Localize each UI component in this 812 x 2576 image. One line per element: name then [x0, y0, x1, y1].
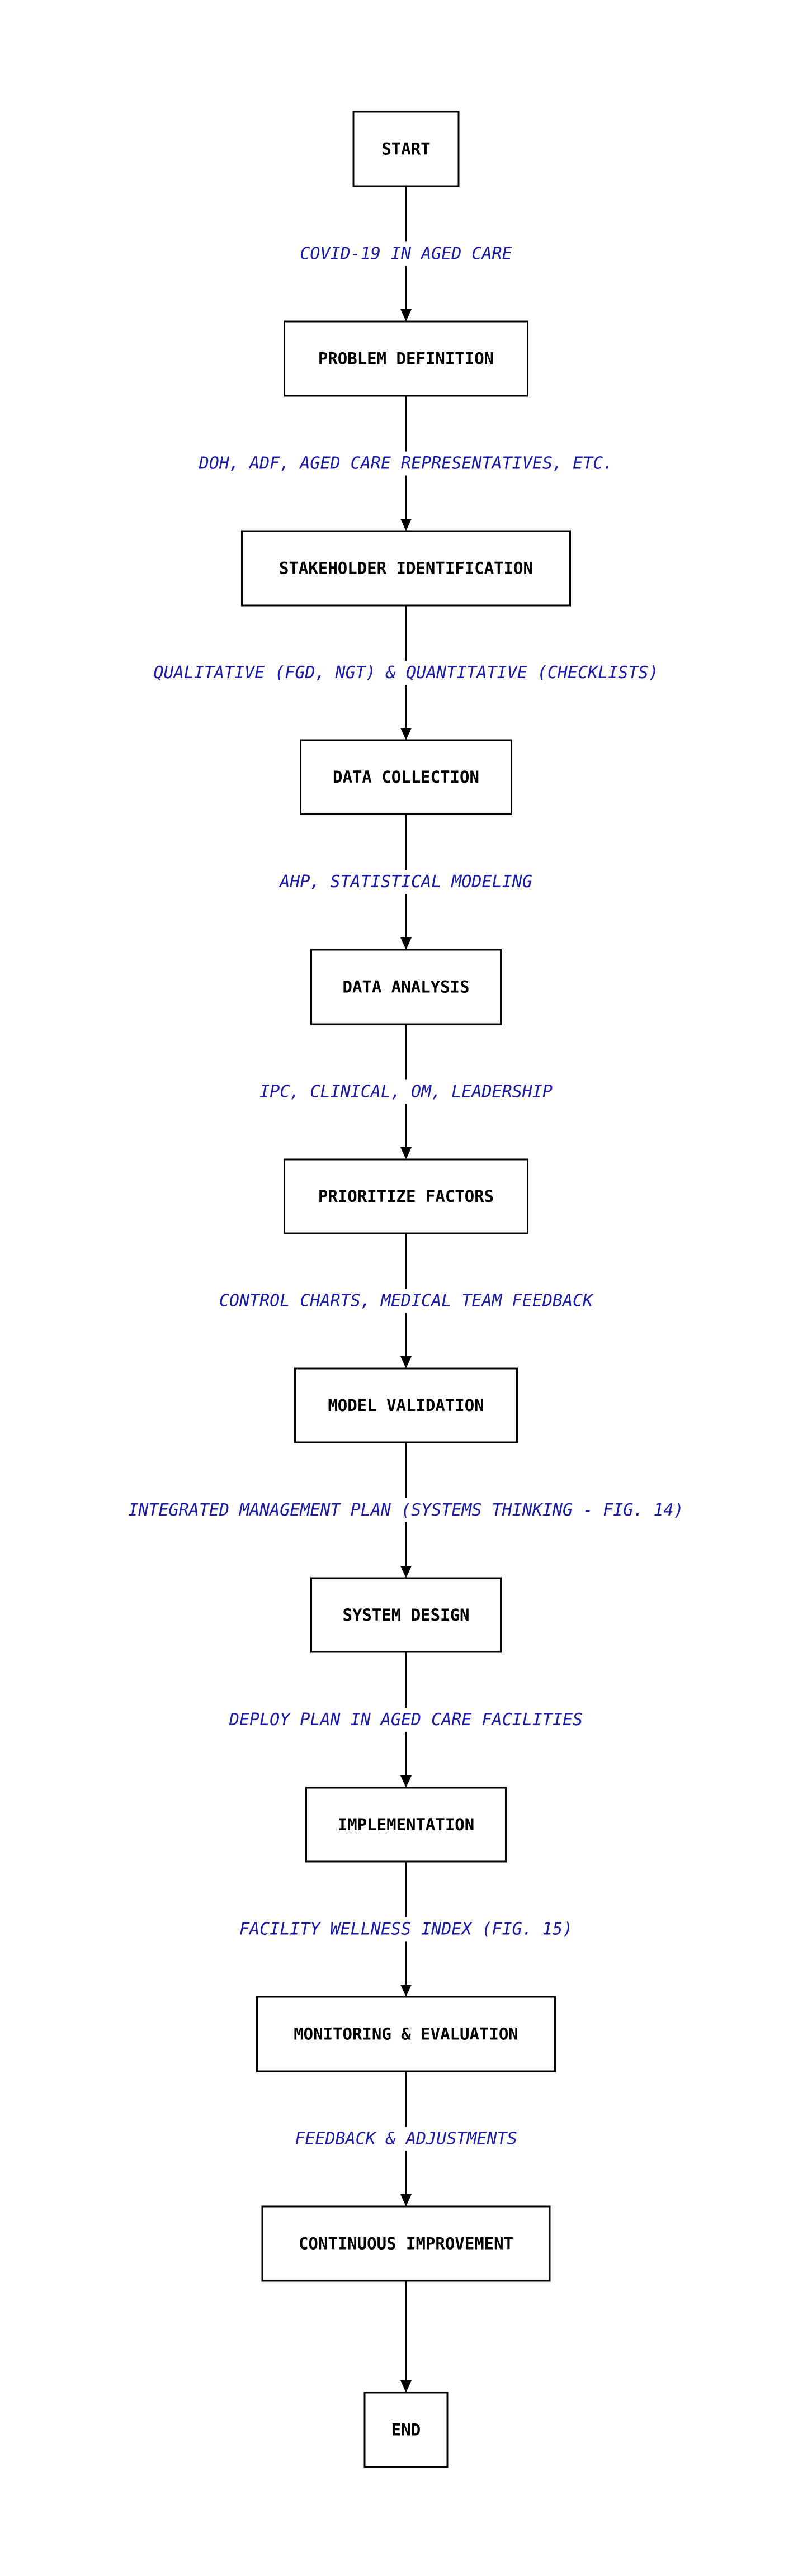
node-label: END	[391, 2421, 421, 2440]
node-box	[310, 1577, 502, 1653]
arrowhead-icon	[400, 1566, 412, 1578]
edge-label: FEEDBACK & ADJUSTMENTS	[295, 2129, 517, 2149]
edge-label-background	[274, 870, 537, 894]
edge-continuous-improvement-to-end	[400, 2281, 412, 2393]
node-box	[352, 111, 460, 187]
node-stakeholder-identification: STAKEHOLDER IDENTIFICATION	[241, 530, 571, 607]
node-start: START	[352, 111, 460, 187]
edge-label-background	[295, 242, 517, 266]
node-box	[284, 320, 528, 397]
edge-label-background	[214, 1289, 599, 1313]
edge-label-background	[234, 1917, 578, 1942]
node-box	[300, 739, 512, 815]
edge-label: DEPLOY PLAN IN AGED CARE FACILITIES	[229, 1710, 583, 1730]
edge-label-background	[149, 661, 663, 685]
edge-label: IPC, CLINICAL, OM, LEADERSHIP	[259, 1082, 553, 1102]
edge-monitoring-evaluation-to-continuous-improvement: FEEDBACK & ADJUSTMENTS	[290, 2071, 522, 2206]
arrowhead-icon	[400, 1147, 412, 1159]
arrowhead-icon	[400, 519, 412, 531]
edge-label-background	[255, 1079, 557, 1104]
node-problem-definition: PROBLEM DEFINITION	[284, 320, 528, 397]
arrowhead-icon	[400, 309, 412, 321]
nodes-layer: START PROBLEM DEFINITION STAKEHOLDER IDENT…	[241, 111, 571, 2468]
edge-label: AHP, STATISTICAL MODELING	[278, 872, 532, 892]
node-label: CONTINUOUS IMPROVEMENT	[299, 2234, 513, 2253]
edge-label-background	[290, 2127, 522, 2151]
node-box	[363, 2392, 449, 2468]
edge-prioritize-factors-to-model-validation: CONTROL CHARTS, MEDICAL TEAM FEEDBACK	[214, 1233, 599, 1368]
node-label: START	[381, 140, 430, 159]
arrowhead-icon	[400, 1775, 412, 1788]
node-label: SYSTEM DESIGN	[343, 1606, 470, 1625]
node-label: MODEL VALIDATION	[328, 1396, 484, 1415]
node-label: STAKEHOLDER IDENTIFICATION	[279, 559, 533, 578]
edge-label: COVID-19 IN AGED CARE	[300, 244, 512, 264]
arrowhead-icon	[400, 728, 412, 740]
edge-data-collection-to-data-analysis: AHP, STATISTICAL MODELING	[274, 814, 537, 950]
edge-model-validation-to-system-design: INTEGRATED MANAGEMENT PLAN (SYSTEMS THIN…	[124, 1442, 688, 1578]
node-monitoring-evaluation: MONITORING & EVALUATION	[256, 1996, 556, 2072]
node-label: DATA ANALYSIS	[343, 978, 470, 997]
edge-label: FACILITY WELLNESS INDEX (FIG. 15)	[239, 1920, 573, 1939]
edge-label-background	[193, 451, 618, 476]
node-system-design: SYSTEM DESIGN	[310, 1577, 502, 1653]
node-prioritize-factors: PRIORITIZE FACTORS	[284, 1158, 528, 1234]
edge-label-background	[124, 1498, 688, 1522]
node-box	[284, 1158, 528, 1234]
arrowhead-icon	[400, 937, 412, 950]
edge-stakeholder-identification-to-data-collection: QUALITATIVE (FGD, NGT) & QUANTITATIVE (C…	[149, 605, 663, 740]
edge-data-analysis-to-prioritize-factors: IPC, CLINICAL, OM, LEADERSHIP	[255, 1024, 557, 1159]
edge-label: CONTROL CHARTS, MEDICAL TEAM FEEDBACK	[219, 1291, 594, 1311]
node-box	[256, 1996, 556, 2072]
node-label: PRIORITIZE FACTORS	[318, 1187, 494, 1206]
arrowhead-icon	[400, 1356, 412, 1368]
node-label: DATA COLLECTION	[333, 768, 479, 787]
edge-label: QUALITATIVE (FGD, NGT) & QUANTITATIVE (C…	[153, 663, 658, 683]
node-label: IMPLEMENTATION	[338, 1815, 474, 1834]
node-data-collection: DATA COLLECTION	[300, 739, 512, 815]
node-data-analysis: DATA ANALYSIS	[310, 949, 502, 1025]
edge-system-design-to-implementation: DEPLOY PLAN IN AGED CARE FACILITIES	[224, 1652, 588, 1788]
edges-layer: COVID-19 IN AGED CARE DOH, ADF, AGED CARE…	[124, 186, 688, 2393]
node-model-validation: MODEL VALIDATION	[294, 1367, 518, 1443]
edge-implementation-to-monitoring-evaluation: FACILITY WELLNESS INDEX (FIG. 15)	[234, 1862, 578, 1997]
node-implementation: IMPLEMENTATION	[305, 1787, 507, 1863]
node-label: PROBLEM DEFINITION	[318, 349, 494, 368]
edge-start-to-problem-definition: COVID-19 IN AGED CARE	[295, 186, 517, 321]
arrowhead-icon	[400, 1985, 412, 1997]
edge-label-background	[224, 1708, 588, 1732]
node-end: END	[363, 2392, 449, 2468]
edge-label: DOH, ADF, AGED CARE REPRESENTATIVES, ETC…	[199, 454, 613, 473]
arrowhead-icon	[400, 2194, 412, 2206]
node-box	[294, 1367, 518, 1443]
edge-problem-definition-to-stakeholder-identification: DOH, ADF, AGED CARE REPRESENTATIVES, ETC…	[193, 396, 618, 531]
edge-label: INTEGRATED MANAGEMENT PLAN (SYSTEMS THIN…	[128, 1500, 683, 1520]
node-label: MONITORING & EVALUATION	[294, 2025, 518, 2044]
node-continuous-improvement: CONTINUOUS IMPROVEMENT	[261, 2205, 551, 2282]
node-box	[261, 2205, 551, 2282]
arrowhead-icon	[400, 2380, 412, 2393]
node-box	[305, 1787, 507, 1863]
node-box	[241, 530, 571, 607]
node-box	[310, 949, 502, 1025]
